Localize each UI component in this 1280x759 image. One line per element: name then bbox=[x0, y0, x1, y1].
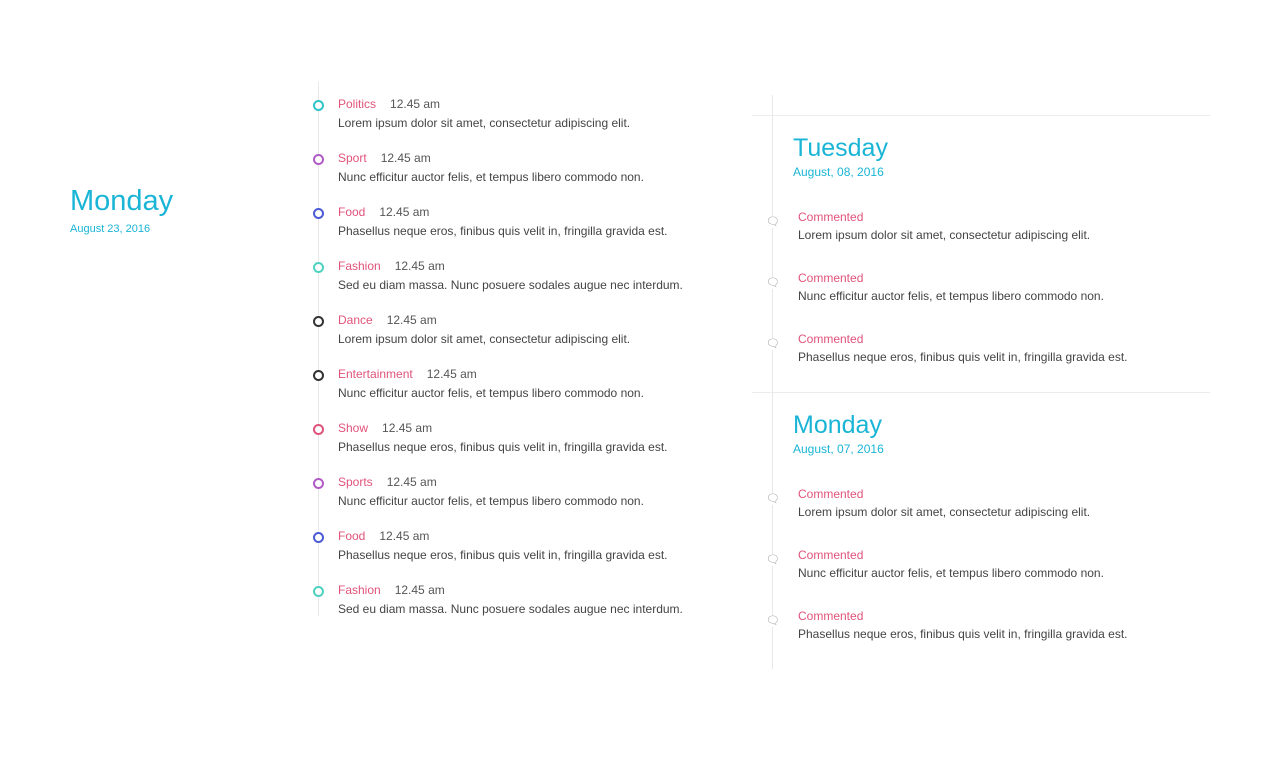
timeline-time: 12.45 am bbox=[386, 313, 437, 327]
comment-item: 🗨︎ Commented Nunc efficitur auctor felis… bbox=[752, 271, 1210, 311]
section-header: Tuesday August, 08, 2016 bbox=[793, 133, 888, 179]
timeline-dot-icon bbox=[313, 370, 324, 381]
timeline-dot-icon bbox=[313, 208, 324, 219]
timeline-item: Food 12.45 am Phasellus neque eros, finib… bbox=[313, 194, 733, 238]
comment-item: 🗨︎ Commented Lorem ipsum dolor sit amet,… bbox=[752, 210, 1210, 250]
timeline-text: Phasellus neque eros, finibus quis velit… bbox=[338, 548, 668, 562]
divider bbox=[752, 115, 1210, 116]
comment-label[interactable]: Commented bbox=[798, 487, 864, 501]
timeline-text: Phasellus neque eros, finibus quis velit… bbox=[338, 224, 668, 238]
timeline-dot-icon bbox=[313, 424, 324, 435]
timeline-item: Food 12.45 am Phasellus neque eros, finib… bbox=[313, 518, 733, 562]
timeline-time: 12.45 am bbox=[379, 205, 430, 219]
timeline-dot-icon bbox=[313, 586, 324, 597]
timeline-dot-icon bbox=[313, 154, 324, 165]
comment-item: 🗨︎ Commented Phasellus neque eros, finib… bbox=[752, 609, 1210, 649]
timeline-item: Dance 12.45 am Lorem ipsum dolor sit amet… bbox=[313, 302, 733, 346]
timeline-dot-icon bbox=[313, 100, 324, 111]
timeline-item: Sports 12.45 am Nunc efficitur auctor fel… bbox=[313, 464, 733, 508]
timeline-text: Sed eu diam massa. Nunc posuere sodales … bbox=[338, 602, 683, 616]
comment-icon: 🗨︎ bbox=[766, 338, 780, 350]
timeline-line bbox=[318, 82, 319, 616]
section-day-title: Tuesday bbox=[793, 134, 888, 162]
timeline-time: 12.45 am bbox=[382, 421, 433, 435]
comment-text: Phasellus neque eros, finibus quis velit… bbox=[798, 350, 1128, 364]
activity-timeline: Politics 12.45 am Lorem ipsum dolor sit a… bbox=[313, 82, 733, 616]
section-day-title: Monday bbox=[793, 411, 882, 439]
timeline-category[interactable]: Fashion bbox=[338, 583, 381, 597]
timeline-time: 12.45 am bbox=[426, 367, 477, 381]
timeline-text: Nunc efficitur auctor felis, et tempus l… bbox=[338, 386, 644, 400]
timeline-time: 12.45 am bbox=[379, 529, 430, 543]
comment-item: 🗨︎ Commented Phasellus neque eros, finib… bbox=[752, 332, 1210, 372]
comment-text: Lorem ipsum dolor sit amet, consectetur … bbox=[798, 228, 1091, 242]
timeline-time: 12.45 am bbox=[390, 97, 441, 111]
left-day-header: Monday August 23, 2016 bbox=[70, 183, 173, 235]
timeline-category[interactable]: Politics bbox=[338, 97, 377, 111]
timeline-category[interactable]: Sports bbox=[338, 475, 373, 489]
timeline-line bbox=[772, 95, 773, 669]
timeline-category[interactable]: Dance bbox=[338, 313, 373, 327]
timeline-dot-icon bbox=[313, 262, 324, 273]
timeline-text: Sed eu diam massa. Nunc posuere sodales … bbox=[338, 278, 683, 292]
comment-icon: 🗨︎ bbox=[766, 554, 780, 566]
timeline-time: 12.45 am bbox=[394, 259, 445, 273]
comment-text: Lorem ipsum dolor sit amet, consectetur … bbox=[798, 505, 1091, 519]
comment-label[interactable]: Commented bbox=[798, 332, 864, 346]
timeline-text: Lorem ipsum dolor sit amet, consectetur … bbox=[338, 332, 631, 346]
timeline-time: 12.45 am bbox=[394, 583, 445, 597]
timeline-time: 12.45 am bbox=[386, 475, 437, 489]
timeline-time: 12.45 am bbox=[380, 151, 431, 165]
comment-item: 🗨︎ Commented Lorem ipsum dolor sit amet,… bbox=[752, 487, 1210, 527]
timeline-item: Sport 12.45 am Nunc efficitur auctor feli… bbox=[313, 140, 733, 184]
comment-text: Nunc efficitur auctor felis, et tempus l… bbox=[798, 566, 1104, 580]
timeline-text: Phasellus neque eros, finibus quis velit… bbox=[338, 440, 668, 454]
comment-label[interactable]: Commented bbox=[798, 609, 864, 623]
timeline-dot-icon bbox=[313, 532, 324, 543]
timeline-category[interactable]: Entertainment bbox=[338, 367, 413, 381]
timeline-text: Nunc efficitur auctor felis, et tempus l… bbox=[338, 494, 644, 508]
timeline-item: Show 12.45 am Phasellus neque eros, finib… bbox=[313, 410, 733, 454]
timeline-dot-icon bbox=[313, 478, 324, 489]
comment-item: 🗨︎ Commented Nunc efficitur auctor felis… bbox=[752, 548, 1210, 588]
divider bbox=[752, 392, 1210, 393]
day-date: August 23, 2016 bbox=[70, 223, 151, 235]
comments-timeline: Tuesday August, 08, 2016 🗨︎ Commented Lo… bbox=[752, 95, 1210, 669]
comment-label[interactable]: Commented bbox=[798, 548, 864, 562]
timeline-category[interactable]: Sport bbox=[338, 151, 367, 165]
section-header: Monday August, 07, 2016 bbox=[793, 410, 884, 456]
timeline-category[interactable]: Show bbox=[338, 421, 369, 435]
timeline-category[interactable]: Food bbox=[338, 205, 366, 219]
section-day-date: August, 07, 2016 bbox=[793, 442, 884, 456]
comment-icon: 🗨︎ bbox=[766, 493, 780, 505]
comment-label[interactable]: Commented bbox=[798, 271, 864, 285]
timeline-dot-icon bbox=[313, 316, 324, 327]
comment-icon: 🗨︎ bbox=[766, 277, 780, 289]
day-title: Monday bbox=[70, 185, 174, 217]
timeline-item: Fashion 12.45 am Sed eu diam massa. Nunc … bbox=[313, 572, 733, 616]
timeline-text: Nunc efficitur auctor felis, et tempus l… bbox=[338, 170, 644, 184]
timeline-category[interactable]: Food bbox=[338, 529, 366, 543]
comment-icon: 🗨︎ bbox=[766, 615, 780, 627]
section-day-date: August, 08, 2016 bbox=[793, 165, 884, 179]
comment-icon: 🗨︎ bbox=[766, 216, 780, 228]
timeline-category[interactable]: Fashion bbox=[338, 259, 381, 273]
comment-text: Phasellus neque eros, finibus quis velit… bbox=[798, 627, 1128, 641]
timeline-item: Entertainment 12.45 am Nunc efficitur auc… bbox=[313, 356, 733, 400]
timeline-item: Fashion 12.45 am Sed eu diam massa. Nunc … bbox=[313, 248, 733, 292]
comment-label[interactable]: Commented bbox=[798, 210, 864, 224]
timeline-item: Politics 12.45 am Lorem ipsum dolor sit a… bbox=[313, 86, 733, 130]
timeline-text: Lorem ipsum dolor sit amet, consectetur … bbox=[338, 116, 631, 130]
comment-text: Nunc efficitur auctor felis, et tempus l… bbox=[798, 289, 1104, 303]
